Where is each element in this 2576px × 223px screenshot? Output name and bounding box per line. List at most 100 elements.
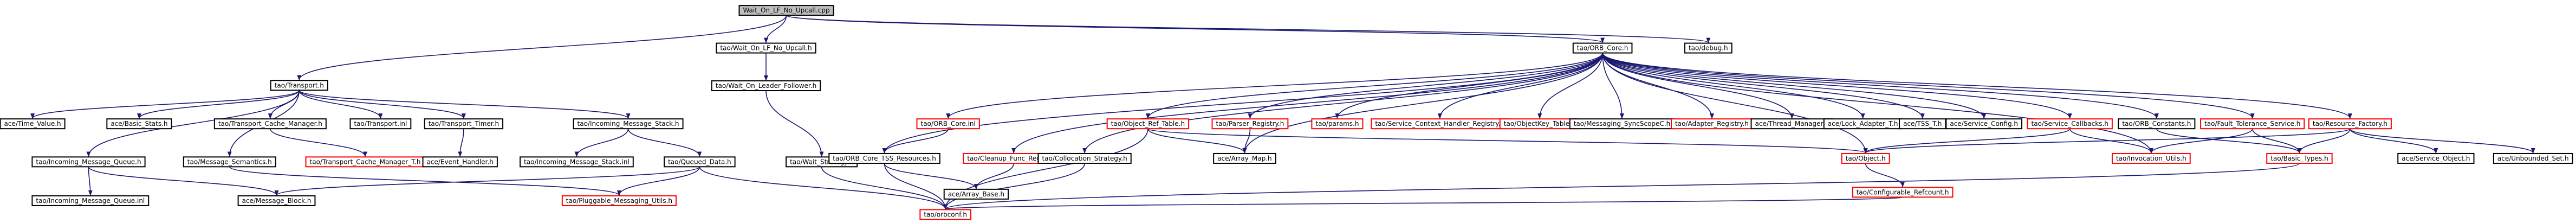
node-object-ref-table[interactable]: tao/Object_Ref_Table.h <box>1106 118 1190 130</box>
node-fault-tolerance[interactable]: tao/Fault_Tolerance_Service.h <box>2200 118 2305 130</box>
node-box <box>183 156 276 168</box>
node-label: tao/Object_Ref_Table.h <box>1111 120 1185 128</box>
node-params[interactable]: tao/params.h <box>1311 118 1364 130</box>
node-box <box>573 118 684 130</box>
node-msg-sem[interactable]: tao/Message_Semantics.h <box>183 156 276 168</box>
node-box <box>1037 152 1132 164</box>
node-object[interactable]: tao/Object.h <box>1841 152 1890 164</box>
edge-orb_core-to-invocation_utils <box>1602 53 2153 154</box>
node-invocation-utils[interactable]: tao/Invocation_Utils.h <box>2111 152 2191 164</box>
node-transport[interactable]: tao/Transport.h <box>270 80 328 91</box>
dependency-edge <box>2251 128 2302 154</box>
dependency-edge <box>1602 53 1794 119</box>
dependency-edge <box>1437 53 1603 119</box>
node-imq[interactable]: tao/Incoming_Message_Queue.h <box>31 156 146 168</box>
node-orb-core[interactable]: tao/ORB_Core.h <box>1572 42 1633 54</box>
node-unbounded-set[interactable]: ace/Unbounded_Set.h <box>2493 152 2573 164</box>
node-msg-sync-scope[interactable]: tao/Messaging_SyncScopeC.h <box>1569 118 1675 130</box>
node-time-value[interactable]: ace/Time_Value.h <box>0 118 66 130</box>
node-box <box>1572 42 1633 54</box>
node-box <box>2111 152 2191 164</box>
node-orb-core-inl[interactable]: tao/ORB_Core.inl <box>916 118 980 130</box>
node-ims-inl[interactable]: tao/Incoming_Message_Stack.inl <box>520 156 634 168</box>
edge-orb_core-to-object_ref_table <box>1146 53 1603 119</box>
node-wait-leader[interactable]: tao/Wait_On_Leader_Follower.h <box>711 80 821 92</box>
dependency-edge <box>882 128 949 154</box>
edge-orb_core_tss-to-array_base <box>884 163 978 189</box>
dependency-edge <box>944 196 1903 210</box>
node-debug[interactable]: tao/debug.h <box>1684 42 1733 54</box>
node-scr[interactable]: tao/Service_Context_Handler_Registry.h <box>1371 118 1509 130</box>
node-array-map[interactable]: ace/Array_Map.h <box>1213 152 1276 164</box>
node-tss-t[interactable]: ace/TSS_T.h <box>1899 118 1946 130</box>
node-ims[interactable]: tao/Incoming_Message_Stack.h <box>573 118 684 130</box>
node-orb-constants[interactable]: tao/ORB_Constants.h <box>2118 118 2196 130</box>
edge-transport-to-basic_stats <box>137 90 300 119</box>
node-label: ace/TSS_T.h <box>1903 120 1942 128</box>
dependency-edge <box>270 128 367 157</box>
node-transport-timer[interactable]: tao/Transport_Timer.h <box>424 118 504 130</box>
dependency-edge <box>617 167 700 196</box>
node-orbconf[interactable]: tao/orbconf.h <box>919 209 971 220</box>
node-service-callbacks[interactable]: tao/Service_Callbacks.h <box>2027 118 2113 130</box>
node-collocation[interactable]: tao/Collocation_Strategy.h <box>1037 152 1132 164</box>
dependency-edge <box>884 163 978 189</box>
node-pluggable[interactable]: tao/Pluggable_Messaging_Utils.h <box>561 195 677 206</box>
node-orb-core-tss[interactable]: tao/ORB_Core_TSS_Resources.h <box>828 152 940 164</box>
dependency-edge <box>943 163 2300 210</box>
edge-resource_factory-to-object <box>1863 128 2351 154</box>
node-service-object[interactable]: ace/Service_Object.h <box>2397 152 2475 164</box>
node-box <box>828 152 940 164</box>
node-event-handler[interactable]: ace/Event_Handler.h <box>422 156 498 168</box>
node-box <box>0 118 66 130</box>
node-lock-adapter[interactable]: ace/Lock_Adapter_T.h <box>1823 118 1903 130</box>
edge-orb_core-to-orb_core_tss <box>882 53 1603 154</box>
dependency-edge <box>1602 53 2255 119</box>
edge-transport-to-transport_timer <box>299 90 466 119</box>
node-msg-block[interactable]: ace/Message_Block.h <box>237 195 316 206</box>
node-service-config[interactable]: ace/Service_Config.h <box>1945 118 2023 130</box>
node-wait-lf-nu[interactable]: tao/Wait_On_LF_No_Upcall.h <box>716 42 816 54</box>
node-box <box>237 195 316 206</box>
edge-root-to-debug <box>786 15 1710 43</box>
edge-orb_core-to-thread_manager <box>1602 53 1794 119</box>
dependency-edge <box>699 167 948 210</box>
node-adapter-registry[interactable]: tao/Adapter_Registry.h <box>1671 118 1753 130</box>
edge-orb_core_inl-to-orb_core_tss <box>882 128 949 154</box>
node-basic-stats[interactable]: ace/Basic_Stats.h <box>106 118 172 130</box>
node-imq-inl[interactable]: tao/Incoming_Message_Queue.inl <box>31 195 150 206</box>
node-queued-data[interactable]: tao/Queued_Data.h <box>664 156 736 168</box>
node-resource-factory[interactable]: tao/Resource_Factory.h <box>2308 118 2392 130</box>
edge-msg_sem-to-pluggable <box>229 166 621 196</box>
node-root[interactable]: Wait_On_LF_No_Upcall.cpp <box>738 5 834 16</box>
dependency-edge <box>2149 128 2253 154</box>
dependency-edge <box>1602 53 2072 119</box>
dependency-edge <box>137 90 300 119</box>
edge-object-to-configurable_refcount <box>1865 163 1905 188</box>
edge-tcm-to-tcm_t <box>270 128 367 157</box>
node-tcm-t[interactable]: tao/Transport_Cache_Manager_T.h <box>305 156 425 168</box>
dependency-edge <box>1602 53 1865 119</box>
node-tcm[interactable]: tao/Transport_Cache_Manager.h <box>213 118 327 130</box>
node-transport-inl[interactable]: tao/Transport.inl <box>349 118 412 130</box>
node-box <box>1684 42 1733 54</box>
dependency-edge <box>2156 128 2302 154</box>
node-box <box>1945 118 2023 130</box>
edge-orb_core-to-lock_adapter <box>1602 53 1865 119</box>
node-array-base[interactable]: ace/Array_Base.h <box>943 188 1009 200</box>
node-box <box>1852 187 1954 198</box>
dependency-edge <box>884 163 948 210</box>
dependency-edge <box>30 90 300 119</box>
edge-orb_core-to-service_config <box>1602 53 1987 119</box>
edge-transport-to-time_value <box>30 90 300 119</box>
node-parser-registry[interactable]: tao/Parser_Registry.h <box>1211 118 1289 130</box>
node-box <box>422 156 498 168</box>
node-basic-types[interactable]: tao/Basic_Types.h <box>2266 152 2333 164</box>
node-configurable-refcount[interactable]: tao/Configurable_Refcount.h <box>1852 187 1954 198</box>
node-box <box>738 5 834 16</box>
node-objectkey-table[interactable]: tao/ObjectKey_Table.h <box>1499 118 1580 130</box>
node-label: tao/Transport_Cache_Manager_T.h <box>310 158 421 165</box>
edge-object_ref_table-to-object <box>1147 128 1868 154</box>
node-thread-manager[interactable]: ace/Thread_Manager.h <box>1750 118 1833 130</box>
